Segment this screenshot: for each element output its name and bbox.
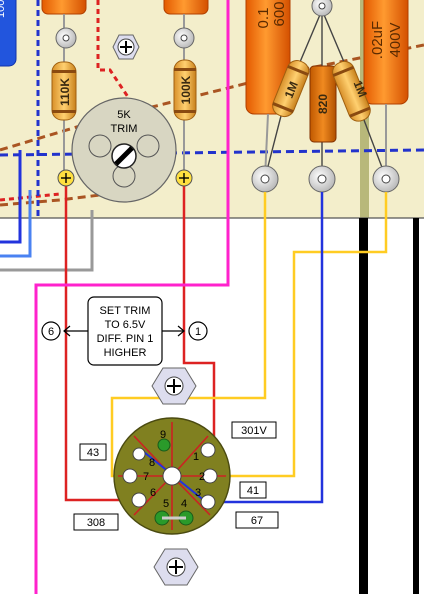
svg-text:1: 1 — [195, 326, 201, 338]
svg-text:43: 43 — [87, 447, 99, 459]
resistor-1m-left-label: 1M — [282, 80, 301, 101]
note-pin-right-ref: 1 — [188, 321, 208, 341]
wire-blue-plate — [208, 192, 324, 504]
wire-red-trim-2 — [182, 178, 216, 454]
svg-text:41: 41 — [247, 485, 259, 497]
wire-gray-bundle — [0, 210, 94, 272]
turret-bottom-1 — [251, 165, 279, 193]
capacitor-left-label-a: 0.1 — [255, 8, 272, 29]
turret-bottom-2 — [308, 165, 336, 193]
resistor-100k: 100K — [173, 59, 197, 121]
capacitor-right: .02uF 400V — [363, 0, 409, 105]
turret-r110k-top — [55, 27, 77, 49]
socket-pin-1-hole — [200, 442, 216, 458]
top-resistor-mid-body — [163, 0, 209, 15]
resistor-1m-right-label: 1M — [351, 79, 370, 100]
blue-cap-tag-text: 100 — [0, 0, 7, 18]
voltage-pin6: 308 — [73, 513, 119, 531]
tube-socket: 9 8 7 6 5 4 3 2 1 — [113, 417, 231, 535]
socket-center — [162, 466, 182, 486]
trim-note: SET TRIM TO 6.5V DIFF. PIN 1 HIGHER — [87, 296, 163, 366]
note-pin-left-ref: 6 — [41, 321, 61, 341]
turret-bottom-3 — [372, 165, 400, 193]
wire-blue-light-bundle — [0, 190, 32, 258]
resistor-820-label: 820 — [316, 94, 330, 114]
resistor-110k: 110K — [51, 61, 77, 121]
turret-yellow-right — [175, 169, 193, 187]
socket-pin-8-hole — [132, 447, 146, 461]
voltage-pin3: 67 — [235, 511, 279, 529]
svg-text:301V: 301V — [241, 425, 267, 437]
socket-pin-3-label: 3 — [195, 487, 201, 499]
trim-pot-value: 5K — [117, 109, 131, 121]
wire-blue-dark-bundle — [0, 150, 22, 244]
voltage-pin2: 41 — [239, 481, 267, 499]
capacitor-left-label-b: 600 — [271, 1, 288, 26]
socket-pin-9-label: 9 — [160, 429, 166, 441]
chassis-rail-left — [359, 218, 368, 594]
trim-pot: 5K TRIM — [71, 97, 177, 203]
wire-yellow-2 — [206, 192, 388, 478]
resistor-1m-left: 1M — [272, 60, 310, 118]
blue-dashed-trace-horizontal — [0, 148, 424, 157]
socket-pin-2-hole — [202, 468, 218, 484]
wire-magenta — [34, 0, 230, 594]
socket-pin-8-label: 8 — [149, 457, 155, 469]
capacitor-right-label-a: .02uF — [369, 21, 386, 59]
note-arrow-right-head — [177, 325, 185, 337]
resistor-110k-label: 110K — [58, 78, 72, 106]
socket-pin-4-label: 4 — [181, 498, 187, 510]
socket-pin-1-label: 1 — [193, 451, 199, 463]
socket-pin-6-hole — [131, 492, 147, 508]
board-mount-screw — [112, 34, 140, 60]
socket-pin-5-label: 5 — [163, 498, 169, 510]
socket-mount-screw-top — [151, 367, 197, 405]
svg-text:308: 308 — [87, 517, 105, 529]
turret-820-top — [311, 0, 333, 17]
lead-1m-right-top — [321, 9, 345, 63]
socket-pin-9-hole — [157, 438, 171, 452]
resistor-820: 820 — [309, 65, 337, 143]
trim-pot-word: TRIM — [111, 123, 138, 135]
note-line-3: DIFF. PIN 1 — [97, 333, 154, 345]
red-dashed-trace-vertical — [96, 0, 132, 101]
socket-pin-2-label: 2 — [199, 471, 205, 483]
socket-pin-6-label: 6 — [150, 487, 156, 499]
voltage-pin7: 43 — [79, 443, 107, 461]
chassis-rail-right — [413, 218, 419, 594]
top-resistor-left-body — [41, 0, 87, 15]
voltage-pin1: 301V — [231, 421, 277, 439]
note-line-2: TO 6.5V — [105, 319, 146, 331]
socket-mount-screw-bottom — [153, 548, 199, 586]
socket-pin-7-label: 7 — [143, 471, 149, 483]
blue-cap-tag — [0, 0, 17, 67]
note-line-4: HIGHER — [104, 347, 147, 359]
socket-pin-7-hole — [122, 468, 138, 484]
capacitor-right-label-b: 400V — [387, 22, 404, 57]
lead-1m-left-top — [299, 9, 323, 63]
note-arrow-left-head — [63, 325, 71, 337]
resistor-1m-right: 1M — [332, 60, 371, 122]
note-line-1: SET TRIM — [100, 305, 151, 317]
svg-text:6: 6 — [48, 326, 54, 338]
turret-yellow-left — [57, 169, 75, 187]
socket-pin-3-hole — [200, 494, 216, 510]
turret-r100k-top — [173, 27, 195, 49]
resistor-100k-label: 100K — [179, 75, 193, 104]
svg-text:67: 67 — [251, 515, 263, 527]
